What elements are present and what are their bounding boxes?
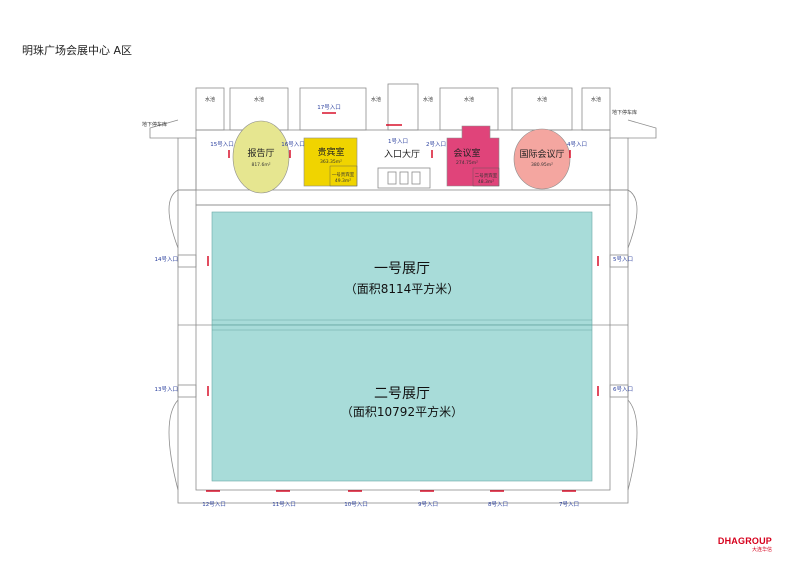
water-pool-label: 水池 xyxy=(464,96,474,103)
vip-sub-room-area: 49.3m² xyxy=(335,178,351,184)
entrance-11-label: 11号入口 xyxy=(272,501,296,508)
logo-sub-text: 大连华信 xyxy=(751,547,772,553)
entrance-9-label: 9号入口 xyxy=(418,501,438,508)
water-pool-label: 水池 xyxy=(423,96,433,103)
report-hall-shape xyxy=(232,120,290,194)
water-pool-label: 水池 xyxy=(205,96,215,103)
meeting-room-area: 274.75m² xyxy=(456,160,478,166)
vip-room-shape xyxy=(303,137,358,187)
intl-hall-name: 国际会议厅 xyxy=(519,148,564,160)
entrance-7-label: 7号入口 xyxy=(559,501,579,508)
entrance-1-label: 1号入口 xyxy=(388,138,408,145)
entrance-10-label: 10号入口 xyxy=(344,501,368,508)
water-pool-label: 水池 xyxy=(254,96,264,103)
intl-hall-shape xyxy=(513,128,571,190)
entrance-6-label: 6号入口 xyxy=(613,386,633,393)
entrance-4-label: 4号入口 xyxy=(567,141,587,148)
page-title: 明珠广场会展中心 A区 xyxy=(22,44,133,57)
entrance-17-label: 17号入口 xyxy=(317,104,341,111)
water-pool-label: 水池 xyxy=(591,96,601,103)
entrance-14-label: 14号入口 xyxy=(155,256,179,263)
entrance-8-label: 8号入口 xyxy=(488,501,508,508)
column-grid xyxy=(212,319,592,331)
water-pool-label: 水池 xyxy=(537,96,547,103)
meeting-sub-room-name: 二号贵宾室 xyxy=(475,172,498,179)
hall-1-area-label: （面积8114平方米） xyxy=(345,281,460,296)
parking-right-label: 地下停车库 xyxy=(612,109,637,116)
entrance-2-label: 2号入口 xyxy=(426,141,446,148)
vip-room-name: 贵宾室 xyxy=(317,146,344,158)
report-hall-area: 817.6m² xyxy=(251,162,270,168)
meeting-sub-room-shape xyxy=(472,167,500,187)
hall-2-area xyxy=(211,324,593,482)
water-pool-label: 水池 xyxy=(371,96,381,103)
meeting-room-shape xyxy=(446,125,500,187)
entrance-13-label: 13号入口 xyxy=(155,386,179,393)
entrance-12-label: 12号入口 xyxy=(202,501,226,508)
intl-hall-area: 380.95m² xyxy=(531,162,553,168)
parking-left-label: 地下停车库 xyxy=(142,121,167,128)
door-markers xyxy=(206,112,599,492)
entrance-hall-name: 入口大厅 xyxy=(384,148,420,160)
vip-sub-room-shape xyxy=(329,165,358,187)
entrance-15-label: 15号入口 xyxy=(210,141,234,148)
vip-sub-room-name: 一号贵宾室 xyxy=(332,171,355,178)
report-hall-name: 报告厅 xyxy=(247,147,274,159)
meeting-sub-room-area: 48.3m² xyxy=(478,179,494,185)
hall-1-name: 一号展厅 xyxy=(374,261,430,277)
meeting-room-name: 会议室 xyxy=(453,147,480,159)
company-logo: DHAGROUP 大连华信 xyxy=(718,536,772,553)
hall-2-area-label: （面积10792平方米） xyxy=(341,404,463,419)
entrance-16-label: 16号入口 xyxy=(281,141,305,148)
hall-1-area xyxy=(211,211,593,326)
hall-2-name: 二号展厅 xyxy=(374,386,430,402)
entrance-5-label: 5号入口 xyxy=(613,256,633,263)
vip-room-area: 363.35m² xyxy=(320,159,342,165)
logo-main-text: DHAGROUP xyxy=(717,536,772,546)
